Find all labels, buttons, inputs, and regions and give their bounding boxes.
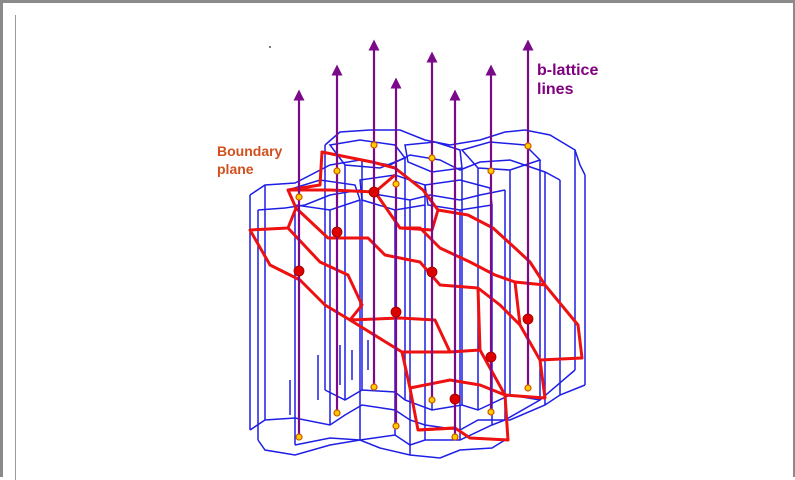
intersection-point: [449, 393, 461, 405]
lattice-label-line1: b-lattice: [537, 62, 598, 79]
lattice-node: [295, 193, 303, 201]
b-lattice-lines: [293, 39, 534, 438]
lattice-node: [370, 141, 378, 149]
boundary-plane-cell-edge: [417, 426, 456, 432]
boundary-plane-outline: [248, 150, 584, 442]
lattice-node: [524, 384, 532, 392]
boundary-plane-cell-edge: [514, 280, 546, 287]
intersection-point: [522, 313, 534, 325]
lattice-node: [370, 383, 378, 391]
boundary-plane-cell-edge: [349, 316, 507, 396]
lattice-node: [333, 409, 341, 417]
lattice-node: [487, 408, 495, 416]
prism-bottom-outline: [257, 439, 506, 459]
prism-bottom-outline: [294, 399, 541, 446]
lattice-nodes: [295, 141, 532, 441]
intersection-points: [293, 186, 534, 405]
lattice-node: [428, 154, 436, 162]
intersection-point: [293, 265, 305, 277]
lattice-node: [392, 422, 400, 430]
lattice-label-line2: lines: [537, 81, 574, 98]
boundary-plane-cell-edge: [476, 287, 482, 351]
stray-dot: [269, 46, 271, 48]
prism-bottom-outline: [249, 384, 586, 431]
intersection-point: [485, 351, 497, 363]
hexagonal-prisms: [249, 129, 586, 459]
boundary-label-line2: plane: [217, 161, 254, 177]
lattice-node: [295, 433, 303, 441]
lattice-node: [392, 180, 400, 188]
lattice-node: [524, 142, 532, 150]
boundary-plane-cell-edge: [288, 173, 396, 194]
lattice-node: [428, 396, 436, 404]
intersection-point: [368, 186, 380, 198]
prism-top-outline: [249, 154, 561, 196]
frame-inner-rule: [15, 15, 16, 480]
intersection-point: [426, 266, 438, 278]
boundary-plane-cell-edge: [286, 226, 364, 321]
lattice-node: [487, 167, 495, 175]
intersection-point: [331, 226, 343, 238]
intersection-point: [390, 306, 402, 318]
boundary-label-line1: Boundary: [217, 143, 283, 159]
boundary-plane-cell-edge: [409, 378, 506, 397]
lattice-node: [333, 167, 341, 175]
lattice-node: [451, 433, 459, 441]
